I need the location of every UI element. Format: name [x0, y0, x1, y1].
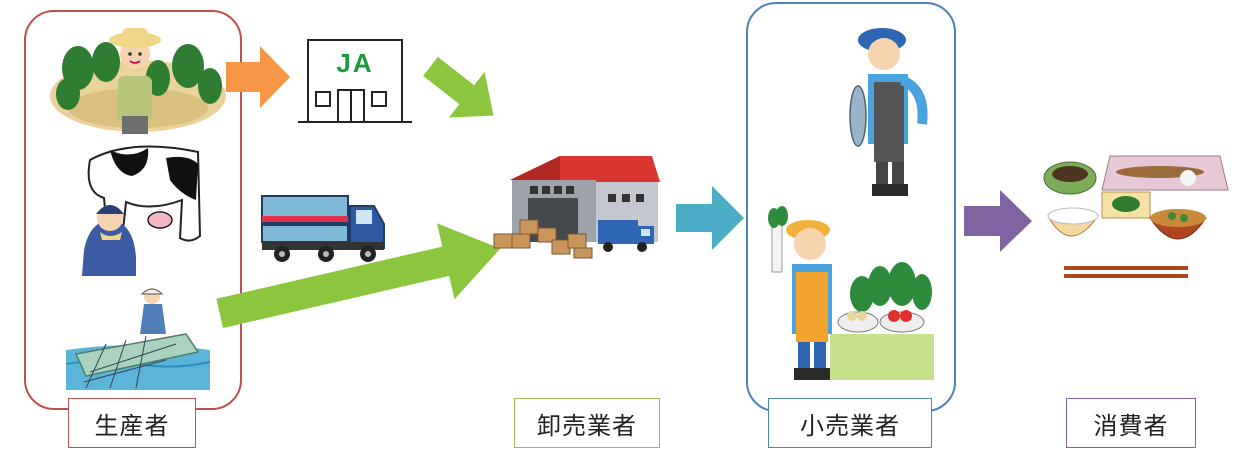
greengrocer-illustration: [768, 206, 934, 380]
warehouse-illustration: [493, 156, 660, 259]
delivery-truck-illustration: [261, 195, 385, 262]
arrow-wholesaler-to-retailer: [676, 186, 744, 250]
consumer-label: 消費者: [1066, 398, 1196, 448]
producer-label: 生産者: [68, 398, 196, 448]
arrow-producer-to-wholesaler: [216, 223, 501, 329]
fishmonger-illustration: [849, 28, 928, 196]
retailer-label: 小売業者: [768, 398, 932, 448]
arrow-retailer-to-consumer: [964, 190, 1032, 252]
arrow-ja-to-wholesaler: [423, 56, 494, 118]
wholesaler-label: 卸売業者: [514, 398, 660, 448]
dairy-farmer-illustration: [82, 145, 202, 276]
ja-sign: JA: [336, 48, 374, 78]
meal-illustration: [1043, 155, 1229, 278]
arrow-producer-to-ja: [226, 46, 290, 108]
fisherman-illustration: [65, 288, 211, 390]
farmer-illustration: [50, 28, 226, 134]
ja-building-icon: [298, 39, 412, 123]
